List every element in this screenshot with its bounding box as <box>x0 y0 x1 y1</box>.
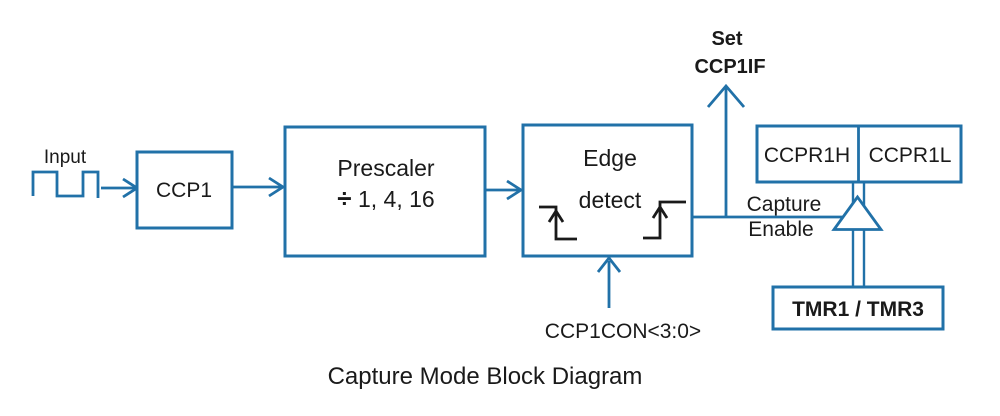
arrow-prescaler-to-edge-detect <box>485 179 524 201</box>
prescaler-values: 1, 4, 16 <box>352 186 435 212</box>
tmr-label: TMR1 / TMR3 <box>792 298 924 321</box>
arrowhead-icon <box>596 255 622 273</box>
arrow-set-ccp1if <box>706 83 746 217</box>
capture-enable-label-line2: Enable <box>748 218 813 241</box>
register-ccpr1h-ccpr1l: CCPR1H CCPR1L <box>755 124 963 184</box>
block-ccp1: CCP1 <box>135 150 234 230</box>
block-prescaler: Prescaler ÷ 1, 4, 16 <box>283 125 487 258</box>
block-tmr1-tmr3: TMR1 / TMR3 <box>771 285 945 331</box>
ccpr1l-label: CCPR1L <box>869 144 952 167</box>
divide-icon: ÷ <box>337 183 351 213</box>
ccp1-label: CCP1 <box>156 179 212 202</box>
edge-detect-label-line1: Edge <box>583 145 637 171</box>
arrow-ccp1con-to-edge-detect <box>596 255 622 308</box>
arrowhead-icon <box>506 179 524 201</box>
arrow-ccp1-to-prescaler <box>232 176 286 198</box>
falling-edge-icon <box>539 205 577 241</box>
prescaler-title: Prescaler <box>337 155 434 181</box>
edge-detect-label-line2: detect <box>579 187 642 213</box>
capture-enable-label-line1: Capture <box>747 193 822 216</box>
diagram-caption: Capture Mode Block Diagram <box>328 363 643 390</box>
arrowhead-icon <box>268 176 286 198</box>
arrowhead-icon <box>706 83 746 108</box>
ccp1con-label: CCP1CON<3:0> <box>545 320 701 343</box>
tristate-buffer-icon <box>831 194 884 231</box>
input-label: Input <box>44 147 87 168</box>
rising-edge-icon <box>643 200 686 240</box>
pulse-waveform-icon <box>31 170 100 198</box>
set-ccp1if-label-line1: Set <box>711 28 742 50</box>
arrow-input-to-ccp1 <box>101 177 140 199</box>
prescaler-ratios: ÷ 1, 4, 16 <box>337 183 434 213</box>
block-edge-detect: Edge detect <box>521 123 694 258</box>
set-ccp1if-label-line2: CCP1IF <box>694 56 765 78</box>
ccpr1h-label: CCPR1H <box>764 144 850 167</box>
